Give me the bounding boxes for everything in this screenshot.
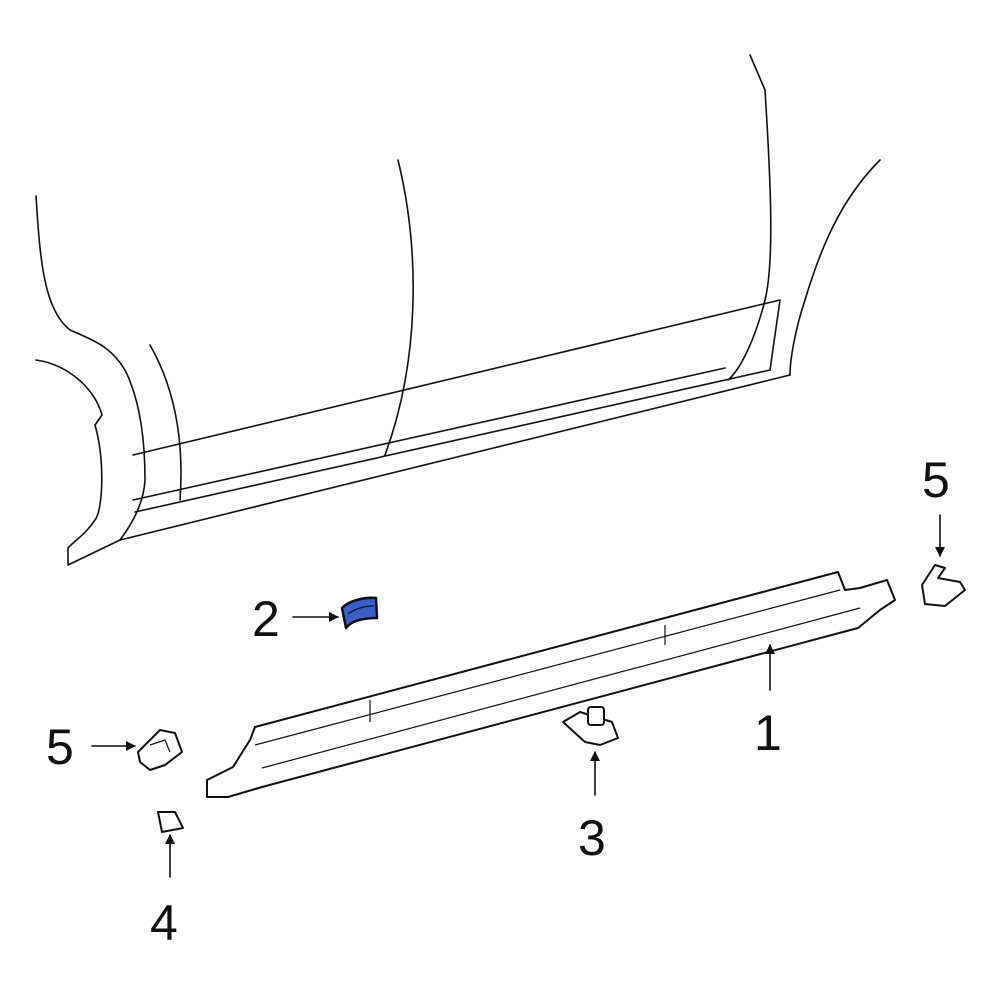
callout-arrows [91, 514, 945, 878]
callout-5-right: 5 [922, 452, 950, 508]
callout-2: 2 [252, 591, 280, 647]
callout-3: 3 [578, 810, 606, 866]
vehicle-body-outline [35, 54, 881, 566]
part-2-highlighted [340, 596, 379, 630]
callout-4: 4 [150, 895, 178, 951]
part-1-rocker-panel [206, 571, 896, 798]
part-5-clip-left [137, 729, 183, 771]
part-3-nut [562, 706, 619, 746]
part-4-pad [157, 811, 184, 833]
part-5-clip-right [921, 564, 966, 607]
callout-1: 1 [754, 705, 782, 761]
callout-5-left: 5 [46, 719, 74, 775]
